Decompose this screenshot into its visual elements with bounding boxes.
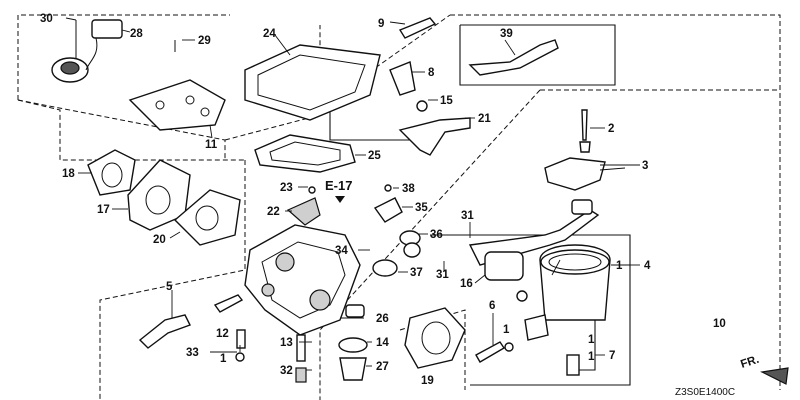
lever-parts bbox=[389, 17, 437, 112]
screws-and-jets bbox=[138, 294, 307, 383]
callout-7: 7 bbox=[609, 350, 615, 362]
callout-33: 33 bbox=[186, 347, 199, 359]
callout-35: 35 bbox=[415, 202, 428, 214]
callout-31-upper: 31 bbox=[461, 210, 474, 222]
callout-12: 12 bbox=[216, 328, 229, 340]
callout-11: 11 bbox=[205, 139, 218, 151]
callout-8: 8 bbox=[428, 67, 435, 79]
reference-label: E-17 bbox=[325, 178, 352, 193]
callout-25: 25 bbox=[368, 150, 381, 162]
callout-34: 34 bbox=[335, 245, 348, 257]
callout-labels: 30 28 29 24 9 39 8 15 21 11 2 3 18 17 20… bbox=[40, 13, 726, 387]
callout-28: 28 bbox=[130, 28, 143, 40]
solenoid-assembly bbox=[51, 19, 123, 83]
callout-32: 32 bbox=[280, 365, 293, 377]
callout-4: 4 bbox=[644, 260, 651, 272]
gasket-25 bbox=[254, 134, 356, 173]
callout-15: 15 bbox=[440, 95, 453, 107]
gaskets-left bbox=[87, 149, 241, 246]
callout-1-lower-right: 1 bbox=[588, 351, 595, 363]
throttle-lever bbox=[468, 39, 559, 76]
callout-10: 10 bbox=[713, 318, 726, 330]
callout-24: 24 bbox=[263, 28, 276, 40]
callout-36: 36 bbox=[430, 229, 443, 241]
callout-38: 38 bbox=[402, 183, 415, 195]
callout-23: 23 bbox=[280, 182, 293, 194]
callout-22: 22 bbox=[267, 206, 280, 218]
callout-13: 13 bbox=[280, 337, 293, 349]
callout-2: 2 bbox=[608, 123, 614, 135]
callout-27: 27 bbox=[376, 361, 389, 373]
direction-label: FR. bbox=[739, 354, 760, 371]
callout-6: 6 bbox=[489, 300, 495, 312]
callout-21: 21 bbox=[478, 113, 491, 125]
float-chamber-cover bbox=[244, 44, 381, 121]
callout-9: 9 bbox=[378, 18, 384, 30]
leader-lines bbox=[65, 17, 640, 371]
callout-1-bowl: 1 bbox=[616, 260, 623, 272]
needle-and-heater bbox=[544, 109, 626, 191]
callout-18: 18 bbox=[62, 168, 75, 180]
callout-1-screw: 1 bbox=[220, 353, 227, 365]
float-bowl-assembly bbox=[468, 199, 611, 376]
callout-16: 16 bbox=[460, 278, 473, 290]
callout-30: 30 bbox=[40, 13, 53, 25]
callout-31-lower: 31 bbox=[436, 269, 449, 281]
callout-17: 17 bbox=[97, 204, 110, 216]
callout-1-upper-right: 1 bbox=[588, 334, 595, 346]
small-parts bbox=[286, 184, 421, 381]
callout-39: 39 bbox=[500, 28, 513, 40]
callout-29: 29 bbox=[198, 35, 211, 47]
arm-part bbox=[398, 117, 471, 156]
callout-5: 5 bbox=[166, 281, 173, 293]
callout-19: 19 bbox=[421, 375, 434, 387]
callout-14: 14 bbox=[376, 337, 389, 349]
callout-37: 37 bbox=[410, 267, 423, 279]
footer-code: Z3S0E1400C bbox=[675, 387, 735, 398]
plate-part bbox=[128, 40, 226, 131]
gasket-19 bbox=[404, 307, 466, 369]
callout-26: 26 bbox=[376, 313, 389, 325]
inset-boxes bbox=[329, 24, 631, 386]
callout-1-jet: 1 bbox=[503, 324, 510, 336]
front-direction-arrow bbox=[760, 367, 789, 385]
callout-3: 3 bbox=[642, 160, 648, 172]
callout-20: 20 bbox=[153, 234, 166, 246]
carburetor-body bbox=[244, 224, 361, 336]
reference-arrow-icon bbox=[335, 196, 345, 203]
